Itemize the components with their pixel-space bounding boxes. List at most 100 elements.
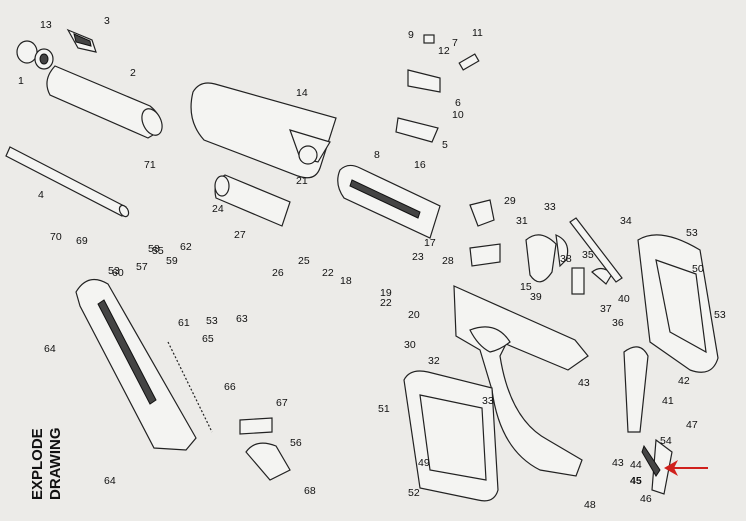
part-number-label-11: 11 <box>472 27 483 39</box>
rear-sight-part <box>66 28 97 53</box>
part-number-label-21: 21 <box>296 175 308 187</box>
part-number-label-16: 16 <box>414 159 426 171</box>
part-number-label-44: 44 <box>630 459 642 471</box>
slide-part <box>337 164 441 239</box>
part-number-label-13: 13 <box>40 19 52 31</box>
part-number-label-64: 64 <box>104 475 116 487</box>
part-number-label-49: 49 <box>418 457 430 469</box>
part-number-label-61: 61 <box>178 317 190 329</box>
part-number-label-53: 53 <box>686 227 698 239</box>
part-number-label-18: 18 <box>340 275 352 287</box>
firing-pin-block-part <box>395 34 480 143</box>
part-number-label-58: 58 <box>148 243 160 255</box>
magazine-release-part <box>469 199 501 267</box>
part-number-label-4: 4 <box>38 189 44 201</box>
slide-rod-part <box>569 217 623 283</box>
part-number-label-37: 37 <box>600 303 612 315</box>
part-number-label-67: 67 <box>276 397 288 409</box>
part-number-label-71: 71 <box>144 159 156 171</box>
part-number-label-26: 26 <box>272 267 284 279</box>
part-number-label-53: 53 <box>108 265 120 277</box>
part-number-label-55: 55 <box>152 245 164 257</box>
part-number-label-46: 46 <box>640 493 652 505</box>
title-line-1: EXPLODE <box>29 428 46 500</box>
part-number-label-39: 39 <box>530 291 542 303</box>
part-number-label-31: 31 <box>516 215 528 227</box>
part-number-label-48: 48 <box>584 499 596 511</box>
part-number-label-24: 24 <box>212 203 224 215</box>
part-number-label-15: 15 <box>520 281 532 293</box>
part-number-label-1: 1 <box>18 75 24 87</box>
part-number-label-14: 14 <box>296 87 308 99</box>
red-arrow-icon <box>664 460 708 476</box>
diagram-title: EXPLODE DRAWING <box>29 428 64 501</box>
part-number-label-57: 57 <box>136 261 148 273</box>
part-number-label-64: 64 <box>44 343 56 355</box>
trigger-part <box>525 234 613 295</box>
part-number-label-56: 56 <box>290 437 302 449</box>
frame-part <box>453 285 589 477</box>
title-line-2: DRAWING <box>47 428 64 501</box>
part-number-label-53: 53 <box>714 309 726 321</box>
part-number-label-35: 35 <box>582 249 594 261</box>
part-number-labels: 1234567891011121314151617181920212222232… <box>18 15 726 511</box>
barrel-tube-part <box>46 65 163 139</box>
part-number-label-47: 47 <box>686 419 698 431</box>
part-number-label-41: 41 <box>662 395 674 407</box>
part-number-label-60: 60 <box>112 267 124 279</box>
part-number-label-33: 33 <box>544 201 556 213</box>
part-number-label-52: 52 <box>408 487 420 499</box>
part-number-label-25: 25 <box>298 255 310 267</box>
part-number-label-66: 66 <box>224 381 236 393</box>
part-number-label-43: 43 <box>578 377 590 389</box>
part-number-label-38: 38 <box>560 253 572 265</box>
right-grip-panel-part <box>637 234 719 373</box>
part-number-label-65: 65 <box>202 333 214 345</box>
magazine-part <box>75 278 197 451</box>
part-number-label-34: 34 <box>620 215 632 227</box>
bolt-part <box>214 174 291 227</box>
part-number-label-30: 30 <box>404 339 416 351</box>
part-number-label-53: 53 <box>206 315 218 327</box>
part-number-label-9: 9 <box>408 29 414 41</box>
part-number-label-6: 6 <box>455 97 461 109</box>
part-number-label-70: 70 <box>50 231 62 243</box>
barrel-sleeve-part <box>16 40 54 70</box>
magazine-spring-part <box>167 341 213 433</box>
barrel-rod-part <box>5 146 130 218</box>
part-number-label-59: 59 <box>166 255 178 267</box>
part-number-label-62: 62 <box>180 241 192 253</box>
part-number-label-45: 45 <box>630 475 642 487</box>
part-number-label-32: 32 <box>428 355 440 367</box>
part-number-label-54: 54 <box>660 435 672 447</box>
part-number-label-28: 28 <box>442 255 454 267</box>
part-number-label-69: 69 <box>76 235 88 247</box>
part-number-label-43: 43 <box>612 457 624 469</box>
part-number-label-12: 12 <box>438 45 450 57</box>
part-number-label-33: 33 <box>482 395 494 407</box>
part-number-label-19: 19 <box>380 287 392 299</box>
left-grip-panel-part <box>403 370 499 502</box>
hammer-part <box>623 346 673 495</box>
part-number-label-68: 68 <box>304 485 316 497</box>
part-number-label-36: 36 <box>612 317 624 329</box>
part-number-label-3: 3 <box>104 15 110 27</box>
safety-part <box>239 417 291 481</box>
part-number-label-2: 2 <box>130 67 136 79</box>
part-number-label-22: 22 <box>322 267 334 279</box>
part-number-label-20: 20 <box>408 309 420 321</box>
part-number-label-50: 50 <box>692 263 704 275</box>
part-number-label-5: 5 <box>442 139 448 151</box>
part-number-label-51: 51 <box>378 403 390 415</box>
part-number-label-29: 29 <box>504 195 516 207</box>
part-number-label-22: 22 <box>380 297 392 309</box>
part-number-label-40: 40 <box>618 293 630 305</box>
part-number-label-10: 10 <box>452 109 464 121</box>
part-number-label-7: 7 <box>452 37 458 49</box>
receiver-part <box>190 82 337 179</box>
part-number-label-42: 42 <box>678 375 690 387</box>
part-number-label-27: 27 <box>234 229 246 241</box>
part-number-label-23: 23 <box>412 251 424 263</box>
